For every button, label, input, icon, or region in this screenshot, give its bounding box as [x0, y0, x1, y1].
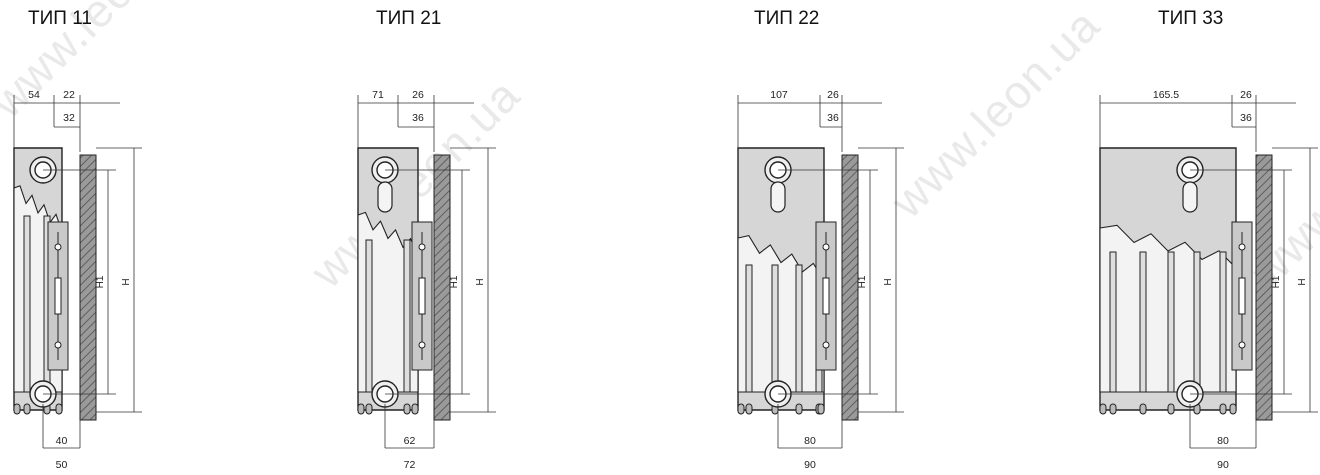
panel-foot [1139, 403, 1147, 415]
panel-foot [1109, 403, 1117, 415]
panel-foot [365, 403, 373, 415]
panel-foot [411, 403, 419, 415]
dim-label-total: 90 [804, 459, 816, 471]
dim-label-pipe-wall: 80 [804, 435, 816, 447]
dim-label-inner: 36 [412, 112, 424, 124]
dim-label-gap: 26 [412, 89, 424, 101]
bracket-bolt [418, 341, 426, 349]
dim-label-total: 90 [1217, 459, 1229, 471]
panel-column [1139, 251, 1147, 393]
dim-label-h: H [121, 278, 132, 285]
dim-label-gap: 22 [63, 89, 75, 101]
wall-section [433, 154, 451, 421]
bracket-bolt [418, 243, 426, 251]
panel-foot [817, 403, 825, 415]
dim-label-depth: 71 [372, 89, 384, 101]
bracket-bolt [1238, 243, 1246, 251]
panel-foot [13, 403, 21, 415]
panel-foot [1099, 403, 1107, 415]
panel-title: ТИП 11 [28, 8, 92, 29]
dim-label-depth: 165.5 [1153, 89, 1179, 101]
dim-label-total: 72 [404, 459, 416, 471]
panel-foot [745, 403, 753, 415]
panel-column [1219, 251, 1227, 393]
panel-title: ТИП 21 [376, 8, 442, 29]
panel-foot [403, 403, 411, 415]
panel-column [771, 264, 779, 393]
panel-foot [23, 403, 31, 415]
wall-section [1255, 154, 1273, 421]
keyhole-slot [1182, 181, 1198, 213]
panel-foot [1219, 403, 1227, 415]
panel-column [1109, 251, 1117, 393]
dim-label-pipe-wall: 62 [404, 435, 416, 447]
bracket-slot [822, 277, 830, 315]
panel-foot [1167, 403, 1175, 415]
dim-label-inner: 36 [827, 112, 839, 124]
dim-label-total: 50 [56, 459, 68, 471]
bracket-bolt [822, 341, 830, 349]
dim-label-h1: H1 [857, 275, 868, 288]
dim-label-inner: 36 [1240, 112, 1252, 124]
panel-column [795, 264, 803, 393]
dim-label-h1: H1 [95, 275, 106, 288]
wall-section [79, 154, 97, 421]
panel-column [365, 239, 373, 393]
panel-foot [737, 403, 745, 415]
dim-label-pipe-wall: 80 [1217, 435, 1229, 447]
bracket-slot [1238, 277, 1246, 315]
panel-title: ТИП 22 [754, 8, 820, 29]
keyhole-slot [770, 181, 786, 213]
panel-foot [795, 403, 803, 415]
dim-label-inner: 32 [63, 112, 75, 124]
dim-label-pipe-wall: 40 [56, 435, 68, 447]
panel-column [403, 239, 411, 393]
bracket-slot [54, 277, 62, 315]
panel-title: ТИП 33 [1158, 8, 1224, 29]
dim-label-gap: 26 [1240, 89, 1252, 101]
dim-label-h1: H1 [449, 275, 460, 288]
panel-foot [55, 403, 63, 415]
panel-column [1193, 251, 1201, 393]
dim-label-gap: 26 [827, 89, 839, 101]
dim-label-h1: H1 [1271, 275, 1282, 288]
bracket-bolt [1238, 341, 1246, 349]
panel-column [745, 264, 753, 393]
dim-label-h: H [1297, 278, 1308, 285]
panel-foot [1229, 403, 1237, 415]
bracket-bolt [54, 341, 62, 349]
wall-section [841, 154, 859, 421]
dim-label-h: H [883, 278, 894, 285]
bracket-slot [418, 277, 426, 315]
panel-foot [357, 403, 365, 415]
dim-label-depth: 107 [770, 89, 788, 101]
panel-column [23, 215, 31, 393]
keyhole-slot [377, 181, 393, 213]
bracket-bolt [822, 243, 830, 251]
dim-label-depth: 54 [28, 89, 40, 101]
panel-column [1167, 251, 1175, 393]
dim-label-h: H [475, 278, 486, 285]
bracket-bolt [54, 243, 62, 251]
